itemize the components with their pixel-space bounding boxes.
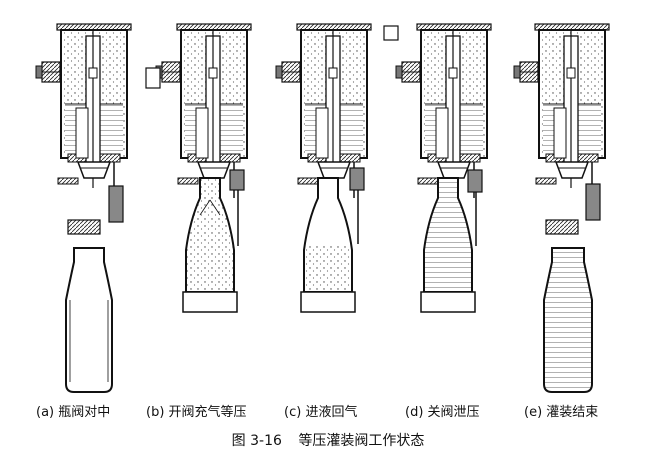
stage-b-drawing bbox=[145, 23, 252, 313]
figure-caption: 图 3-16 等压灌装阀工作状态 bbox=[0, 430, 656, 450]
stage-label-d: (d) 关阀泄压 bbox=[405, 405, 480, 420]
stage-label-b: (b) 开阀充气等压 bbox=[146, 405, 247, 420]
stage-d-drawing bbox=[383, 23, 492, 313]
stage-a-drawing bbox=[35, 23, 132, 393]
stage-label-e: (e) 灌装结束 bbox=[524, 405, 599, 420]
stage-e-drawing bbox=[513, 23, 610, 393]
stage-label-c: (c) 进液回气 bbox=[284, 405, 358, 420]
stage-label-a: (a) 瓶阀对中 bbox=[36, 405, 111, 420]
figure-number: 图 3-16 bbox=[231, 433, 282, 449]
figure-title: 等压灌装阀工作状态 bbox=[298, 433, 425, 449]
stage-c-drawing bbox=[275, 23, 372, 313]
